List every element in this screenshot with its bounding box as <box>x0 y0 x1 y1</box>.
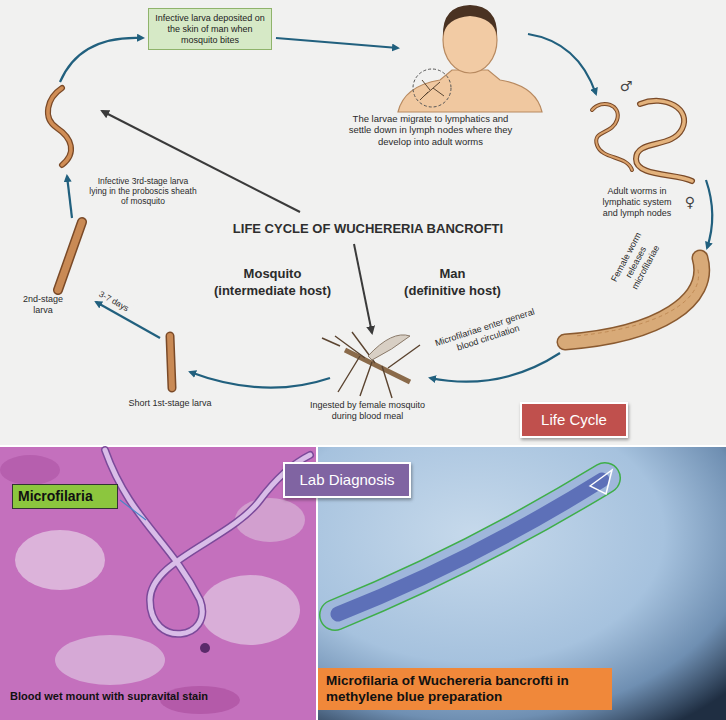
caption-box: Microfilaria of Wuchereria bancrofti in … <box>318 668 612 710</box>
larvae <box>48 88 71 165</box>
stage-box: Infective larva deposited on the skin of… <box>148 8 272 50</box>
section-tag: Life Cycle <box>520 402 628 438</box>
mosquito-small <box>422 80 430 90</box>
mosquito-figure <box>335 332 420 398</box>
cycle-arrows <box>276 38 398 48</box>
adult-worms <box>592 104 632 170</box>
bite-circle <box>413 69 451 107</box>
larvae <box>48 88 71 165</box>
man-shoulders <box>398 70 542 112</box>
host-label: (definitive host) <box>385 283 520 299</box>
mosquito-small <box>433 88 444 96</box>
center-arrows <box>354 244 372 333</box>
box-text: Lab Diagnosis <box>289 471 405 489</box>
blood-micrograph <box>200 643 210 653</box>
host-label: Mosquito <box>215 266 330 282</box>
mosquito-small <box>420 80 444 100</box>
diagram-ground <box>0 0 726 445</box>
box-text: Infective larva deposited on the skin of… <box>154 13 266 45</box>
blood-micrograph <box>0 447 316 720</box>
blood-micrograph <box>105 450 310 634</box>
blood-micrograph <box>105 450 310 634</box>
step-note: Short 1st-stage larva <box>128 398 212 409</box>
methylene-blue-micrograph <box>338 480 602 614</box>
methylene-blue-micrograph <box>335 478 605 615</box>
adult-worms <box>592 101 692 181</box>
box-text: Microfilaria of Wuchereria bancrofti in … <box>326 673 604 705</box>
methylene-blue-micrograph <box>335 478 605 615</box>
larvae <box>58 222 82 290</box>
larvae <box>48 88 172 388</box>
cycle-arrows <box>706 180 712 248</box>
callout-box: Microfilaria <box>12 484 118 509</box>
mosquito-small <box>420 92 428 100</box>
mosquito-figure <box>368 335 410 360</box>
larvae <box>170 336 172 388</box>
cycle-arrows <box>67 176 72 218</box>
mosquito-figure <box>322 338 340 346</box>
cycle-arrows <box>60 34 712 388</box>
step-note: Infective 3rd-stage larva lying in the p… <box>88 176 198 207</box>
host-label: (intermediate host) <box>200 283 345 299</box>
step-note: The larvae migrate to lymphatics and set… <box>343 113 518 147</box>
host-label: Man <box>395 266 510 282</box>
cycle-arrows <box>60 38 143 82</box>
adult-worms <box>636 101 692 181</box>
blood-micrograph <box>200 575 300 645</box>
step-note: 2nd-stage larva <box>12 294 74 316</box>
leader-line <box>120 500 146 520</box>
male-symbol: ♂ <box>618 78 634 95</box>
man-hair <box>443 5 497 36</box>
methylene-blue-micrograph <box>590 470 612 494</box>
female-symbol: ♀ <box>682 194 698 211</box>
cycle-arrows <box>430 353 560 382</box>
cycle-arrows <box>528 34 596 94</box>
blood-micrograph <box>15 530 105 590</box>
section-tag: Lab Diagnosis <box>283 462 411 498</box>
blood-micrograph <box>55 635 165 685</box>
larvae <box>58 222 82 290</box>
blood-micrograph <box>0 455 60 485</box>
blood-micrograph <box>0 447 316 720</box>
man-figure <box>398 5 542 112</box>
larvae <box>170 336 172 388</box>
step-note: Adult worms in lymphatic system and lymp… <box>596 186 678 218</box>
step-note: Ingested by female mosquito during blood… <box>300 400 435 422</box>
cycle-arrows <box>190 372 330 388</box>
adult-worms <box>592 104 632 170</box>
image-caption: Blood wet mount with supravital stain <box>10 690 300 703</box>
box-text: Microfilaria <box>18 488 112 505</box>
mosquito-figure <box>322 332 420 398</box>
adult-worms <box>636 101 692 181</box>
diagram-title: LIFE CYCLE OF WUCHERERIA BANCROFTI <box>218 221 518 237</box>
box-text: Life Cycle <box>526 411 622 429</box>
